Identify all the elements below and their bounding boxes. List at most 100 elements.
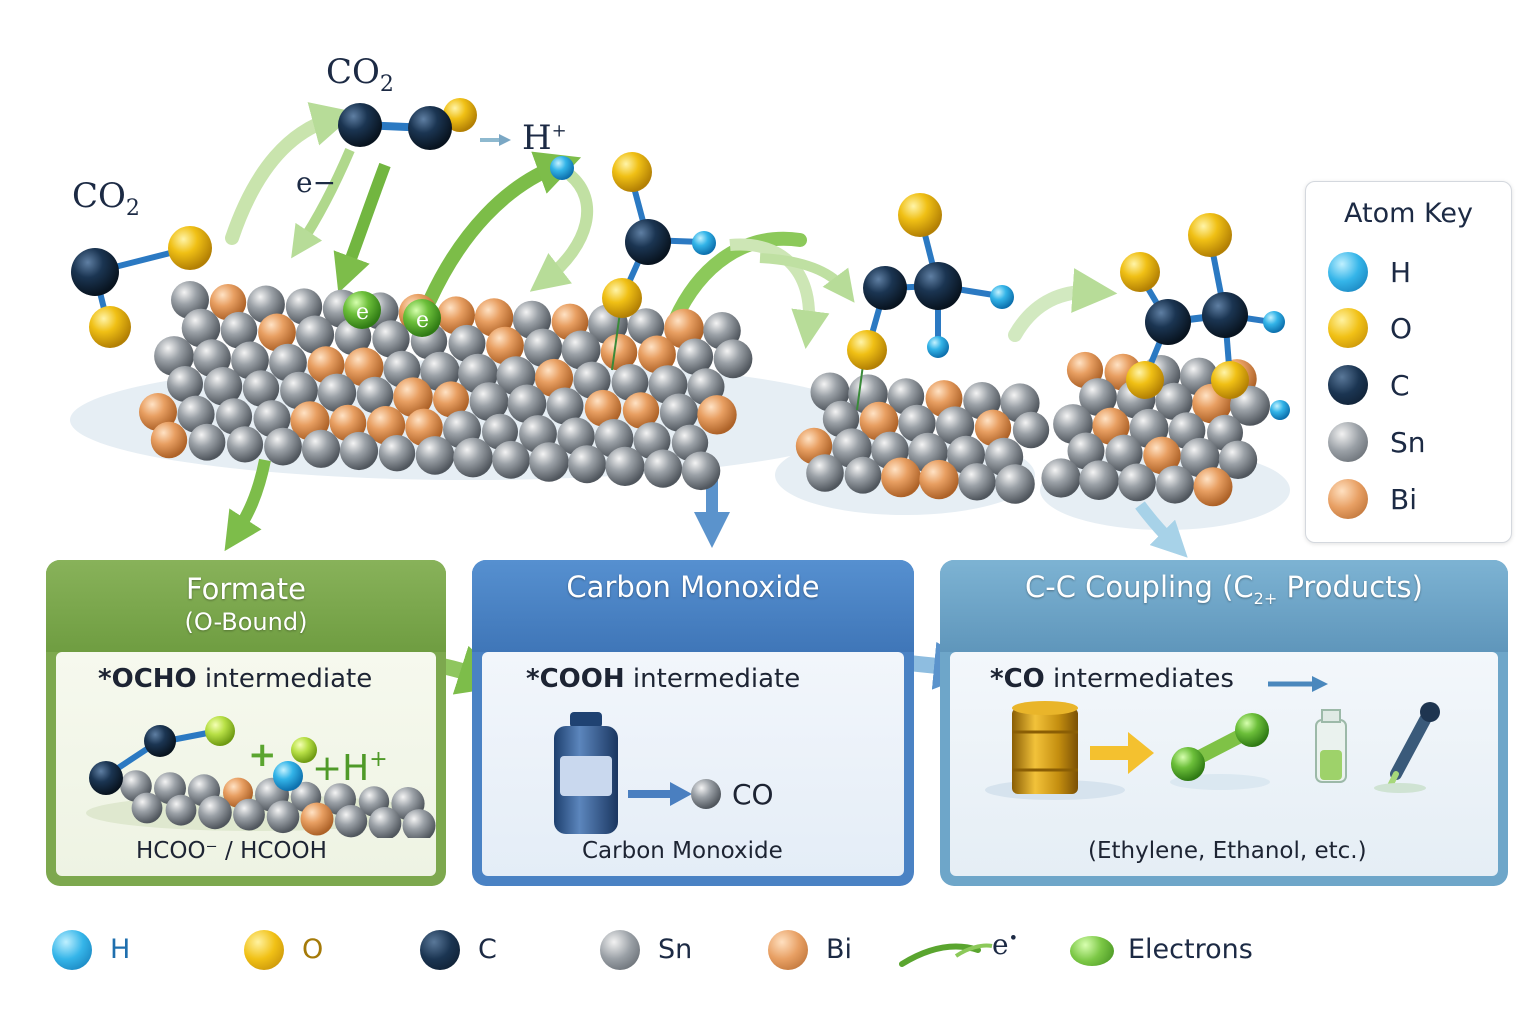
surface-atom bbox=[188, 423, 226, 461]
surface-atom bbox=[898, 404, 936, 443]
co2-label-top: CO2 bbox=[326, 52, 394, 97]
surface-atom bbox=[659, 393, 699, 432]
proton-label: H+ bbox=[522, 118, 567, 158]
surface-atom bbox=[713, 339, 753, 379]
panel-formate-body: *OCHO intermediate + +H+ HCOO⁻ / HCOOH bbox=[56, 652, 436, 876]
surface-atom bbox=[1079, 460, 1119, 501]
co2-molecule-left bbox=[71, 226, 212, 348]
surface-atom bbox=[523, 328, 563, 367]
proton-label-text: H bbox=[522, 118, 552, 158]
surface-atom bbox=[301, 429, 341, 468]
panel-cc-title: C-C Coupling (C2+ Products) bbox=[940, 570, 1508, 608]
co-product-label: CO bbox=[732, 778, 774, 811]
surface-atom bbox=[534, 358, 574, 398]
intermediate-co: *CO intermediates bbox=[990, 664, 1234, 694]
down-arrow-formate bbox=[224, 458, 271, 552]
mini-slab bbox=[120, 770, 436, 838]
co2-molecule-top bbox=[338, 98, 477, 150]
electron-sphere: e bbox=[403, 299, 441, 337]
surface-atom bbox=[231, 341, 269, 380]
surface-atom bbox=[638, 335, 676, 374]
surface-atom bbox=[334, 805, 368, 838]
surface-atom bbox=[165, 794, 197, 826]
atom-key-label: Sn bbox=[1390, 426, 1426, 459]
surface-atom bbox=[393, 377, 433, 418]
surface-atom bbox=[181, 308, 221, 348]
flow-arrow bbox=[333, 162, 391, 293]
panel-co-title: Carbon Monoxide bbox=[566, 570, 820, 604]
plus-proton-sup: + bbox=[369, 747, 387, 772]
catalyst-slab-main bbox=[139, 281, 753, 491]
legend-o: O bbox=[244, 928, 354, 972]
intermediate-ocho-name: *OCHO bbox=[98, 664, 197, 694]
surface-atom bbox=[266, 800, 300, 834]
cc-caption: (Ethylene, Ethanol, etc.) bbox=[1088, 838, 1367, 864]
surface-atom bbox=[448, 324, 486, 362]
panel-cc-header: C-C Coupling (C2+ Products) bbox=[940, 560, 1508, 652]
surface-atom bbox=[317, 373, 357, 412]
surface-atom bbox=[1118, 463, 1156, 502]
surface-atom bbox=[859, 401, 899, 441]
surface-atom bbox=[643, 449, 683, 488]
panel-formate-title: Formate bbox=[185, 572, 307, 606]
panel-co-body: *COOH intermediate CO Carbon Monoxide bbox=[482, 652, 904, 876]
surface-atom bbox=[368, 807, 402, 838]
surface-atom bbox=[295, 315, 335, 354]
legend-electrons: Electrons bbox=[1070, 928, 1290, 972]
intermediate-cooh: *COOH intermediate bbox=[526, 664, 800, 694]
co-caption: Carbon Monoxide bbox=[582, 838, 783, 864]
intermediate-co-name: *CO bbox=[990, 664, 1045, 694]
legend-bi-label: Bi bbox=[826, 934, 853, 965]
surface-atom bbox=[605, 446, 645, 486]
legend-h: H bbox=[52, 928, 162, 972]
panel-formate-subtitle: (O-Bound) bbox=[184, 608, 308, 636]
surface-atom bbox=[681, 451, 721, 491]
legend-sn: Sn bbox=[600, 928, 720, 972]
surface-atom bbox=[958, 463, 996, 501]
proton-sphere bbox=[550, 156, 574, 180]
surface-atom bbox=[611, 364, 649, 401]
plus-proton-text: +H bbox=[312, 748, 369, 789]
panel-cc-title-end: Products) bbox=[1277, 570, 1423, 604]
surface-atom bbox=[154, 336, 194, 376]
surface-atom bbox=[469, 382, 509, 421]
flow-arrow bbox=[423, 151, 582, 307]
co2-label-subscript: 2 bbox=[125, 195, 140, 221]
surface-atom bbox=[264, 427, 302, 466]
surface-atom bbox=[150, 421, 188, 459]
surface-atom bbox=[198, 795, 232, 830]
surface-atom bbox=[402, 809, 436, 838]
surface-atom bbox=[806, 454, 844, 492]
legend-electron-arrow-text: e bbox=[992, 928, 1009, 961]
surface-atom bbox=[415, 436, 455, 475]
legend-electron-arrow-label: e• bbox=[992, 928, 1018, 961]
surface-atom bbox=[339, 431, 379, 471]
surface-atom bbox=[453, 437, 493, 478]
tin-atom-icon bbox=[1328, 422, 1368, 462]
panel-formate: Formate (O-Bound) *OCHO intermediate + +… bbox=[46, 560, 446, 886]
electron-icon bbox=[1070, 936, 1114, 966]
bismuth-atom-icon bbox=[768, 930, 808, 970]
tin-atom-icon bbox=[600, 930, 640, 970]
formate-caption: HCOO⁻ / HCOOH bbox=[136, 838, 327, 864]
surface-atom bbox=[209, 284, 247, 321]
flow-arrow bbox=[225, 102, 357, 245]
panel-co-header: Carbon Monoxide bbox=[472, 560, 914, 652]
surface-atom bbox=[131, 792, 163, 824]
atom-key-label: H bbox=[1390, 256, 1412, 289]
proton-label-sup: + bbox=[551, 120, 567, 142]
legend-electron-arrow-sup: • bbox=[1008, 928, 1019, 948]
surface-atom bbox=[366, 406, 406, 445]
flow-arrow bbox=[759, 253, 855, 303]
atom-key: Atom Key H O C Sn Bi bbox=[1305, 181, 1512, 543]
surface-atom bbox=[627, 308, 665, 345]
surface-atom bbox=[844, 456, 882, 494]
surface-atom bbox=[1105, 434, 1143, 472]
legend-o-label: O bbox=[302, 934, 324, 965]
legend-electrons-label: Electrons bbox=[1128, 934, 1253, 965]
surface-atom bbox=[215, 398, 253, 435]
surface-atom bbox=[226, 426, 264, 463]
surface-atom bbox=[546, 387, 584, 425]
intermediate-ocho-suffix: intermediate bbox=[196, 664, 373, 694]
